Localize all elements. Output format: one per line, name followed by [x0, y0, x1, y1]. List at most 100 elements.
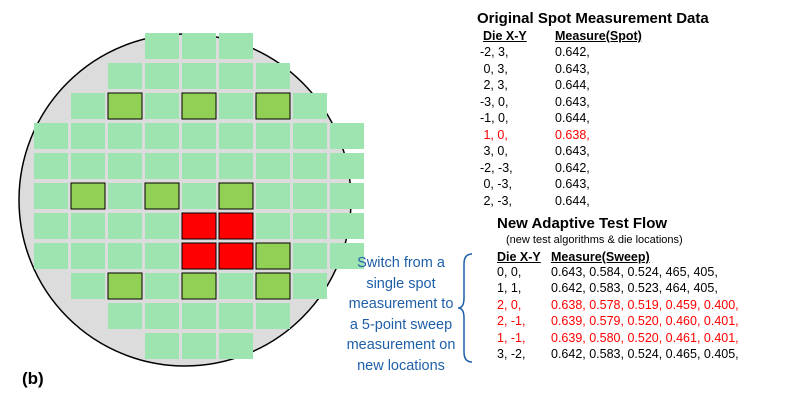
spot-rows-value: 0.644,: [555, 111, 590, 125]
die--3-1: [71, 153, 105, 179]
wafer-map: [18, 33, 364, 367]
die-0--3: [181, 272, 217, 300]
adaptive-header-measure: Measure(Sweep): [551, 250, 650, 264]
spot-rows-die: 2, 3,: [480, 78, 508, 92]
adaptive-rows-die: 1, -1,: [497, 330, 526, 345]
die-1-2: [219, 123, 253, 149]
die-1-1: [219, 153, 253, 179]
die-1-4: [219, 63, 253, 89]
die--3-2: [71, 123, 105, 149]
die-3--2: [293, 243, 327, 269]
die-2--1: [256, 213, 290, 239]
adaptive-rows-die: 2, -1,: [497, 314, 526, 329]
die-0-4: [182, 63, 216, 89]
die-3-1: [293, 153, 327, 179]
spot-rows-value: 0.643,: [555, 94, 590, 109]
spot-rows-die: -2, 3,: [480, 45, 509, 59]
spot-rows-die: -2, -3,: [480, 160, 513, 175]
die--2--1: [108, 213, 142, 239]
die-4-0: [330, 183, 364, 209]
die--3--3: [71, 273, 105, 299]
spot-rows-die: 2, -3,: [480, 193, 512, 208]
die--4-0: [34, 183, 68, 209]
adaptive-rows-value: 0.642, 0.583, 0.524, 0.465, 0.405,: [551, 347, 739, 361]
die-0-0: [182, 183, 216, 209]
die-2-2: [256, 123, 290, 149]
die--1-3: [145, 93, 179, 119]
die--2--4: [108, 303, 142, 329]
die-1-3: [219, 93, 253, 119]
spot-rows-value: 0.643,: [555, 144, 590, 158]
die--2-0: [108, 183, 142, 209]
die-4-2: [330, 123, 364, 149]
spot-header-die: Die X-Y: [483, 29, 527, 43]
spot-rows-value: 0.638,: [555, 127, 590, 142]
adaptive-header-die: Die X-Y: [497, 250, 541, 264]
die--1-1: [145, 153, 179, 179]
die-2-1: [256, 153, 290, 179]
spot-rows-value: 0.643,: [555, 177, 590, 191]
die--1--2: [145, 243, 179, 269]
spot-rows-die: 1, 0,: [480, 127, 508, 142]
die-1--2: [218, 242, 254, 270]
die--3--1: [71, 213, 105, 239]
die--1--1: [145, 213, 179, 239]
die--1--3: [145, 273, 179, 299]
adaptive-rows-value: 0.639, 0.580, 0.520, 0.461, 0.401,: [551, 330, 739, 345]
adaptive-rows-value: 0.638, 0.578, 0.519, 0.459, 0.400,: [551, 297, 739, 312]
die-4-1: [330, 153, 364, 179]
spot-rows-die: 0, 3,: [480, 61, 508, 76]
die-0-5: [182, 33, 216, 59]
die-0-2: [182, 123, 216, 149]
die--2-1: [108, 153, 142, 179]
die-2--3: [255, 272, 291, 300]
die-1--3: [219, 273, 253, 299]
die--2--2: [108, 243, 142, 269]
spot-header-measure: Measure(Spot): [555, 29, 642, 43]
adaptive-title: New Adaptive Test Flow: [497, 215, 668, 232]
spot-rows-value: 0.644,: [555, 78, 590, 92]
callout-text: Switch from a single spot measurement to…: [346, 255, 456, 374]
die--2-4: [108, 63, 142, 89]
die-0--2: [181, 242, 217, 270]
spot-rows-value: 0.642,: [555, 45, 590, 59]
die--1-5: [145, 33, 179, 59]
die-0-3: [181, 92, 217, 120]
die-1--4: [219, 303, 253, 329]
adaptive-rows-die: 1, 1,: [497, 281, 522, 296]
die-3-0: [293, 183, 327, 209]
die-2-3: [255, 92, 291, 120]
die--1-0: [144, 182, 180, 210]
die--3-0: [70, 182, 106, 210]
die-1--5: [219, 333, 253, 359]
die--4-1: [34, 153, 68, 179]
adaptive-rows-die: 0, 0,: [497, 265, 522, 279]
die--2-3: [107, 92, 143, 120]
die-3-2: [293, 123, 327, 149]
die--4-2: [34, 123, 68, 149]
adaptive-subtitle: (new test algorithms & die locations): [506, 234, 683, 246]
adaptive-rows-value: 0.642, 0.583, 0.523, 464, 405,: [551, 281, 718, 296]
die--4--2: [34, 243, 68, 269]
spot-rows-die: 0, -3,: [480, 177, 512, 191]
adaptive-rows-value: 0.643, 0.584, 0.524, 465, 405,: [551, 265, 718, 279]
die-2-4: [256, 63, 290, 89]
die-0--1: [181, 212, 217, 240]
die-0--4: [182, 303, 216, 329]
die--2--3: [107, 272, 143, 300]
spot-rows-value: 0.644,: [555, 193, 590, 208]
die-grid: [34, 33, 364, 359]
spot-title: Original Spot Measurement Data: [477, 10, 709, 27]
die--1-4: [145, 63, 179, 89]
spot-rows-value: 0.643,: [555, 61, 590, 76]
spot-rows-die: -1, 0,: [480, 111, 509, 125]
die-1-5: [219, 33, 253, 59]
adaptive-rows-die: 3, -2,: [497, 347, 526, 361]
die-0--5: [182, 333, 216, 359]
spot-rows-die: 3, 0,: [480, 144, 508, 158]
die-1--1: [218, 212, 254, 240]
die-3-3: [293, 93, 327, 119]
die-2-0: [256, 183, 290, 209]
spot-rows-value: 0.642,: [555, 160, 590, 175]
die-0-1: [182, 153, 216, 179]
